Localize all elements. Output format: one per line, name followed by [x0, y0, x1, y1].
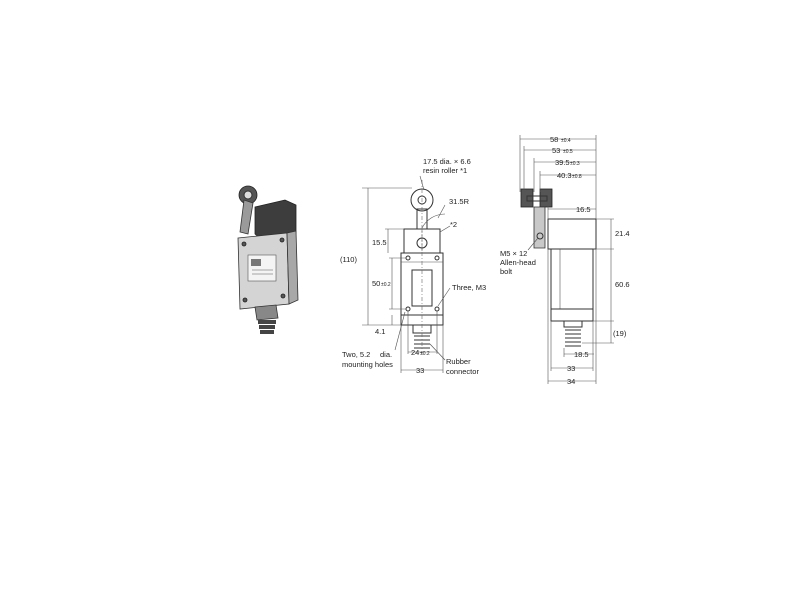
dim-33-side-label: 33 — [567, 364, 575, 373]
dim-110-label: (110) — [340, 255, 357, 264]
front-view: 17.5 dia. × 6.6 resin roller *1 31.5R *2… — [340, 157, 486, 376]
dim-16-5-label: 16.5 — [576, 205, 591, 214]
dim-18-5-label: 18.5 — [574, 350, 589, 359]
bolt-size-label: M5 × 12 — [500, 249, 527, 258]
dim-50-label: 50 — [372, 279, 380, 288]
dim-39-5-tolerance: ±0.3 — [570, 161, 580, 167]
dim-58-label: 58 — [550, 135, 558, 144]
side-view: 58 ±0.4 53 ±0.5 39.5 ±0.3 40.3 ±0.8 16.5… — [500, 135, 630, 386]
dim-34-label: 34 — [567, 377, 575, 386]
bolt-type-label: Allen-head — [500, 258, 536, 267]
bolt-label: bolt — [500, 267, 513, 276]
product-illustration — [237, 185, 299, 334]
dim-39-5-label: 39.5 — [555, 158, 570, 167]
dim-24-tolerance: ±0.2 — [420, 351, 430, 357]
dim-21-4-label: 21.4 — [615, 229, 630, 238]
dim-19-label: (19) — [613, 329, 627, 338]
mounting-holes-dia-label: dia. — [380, 350, 392, 359]
roller-size-label: 17.5 dia. × 6.6 — [423, 157, 471, 166]
dim-53-tolerance: ±0.5 — [563, 149, 573, 155]
rubber-connector-label: Rubber — [446, 357, 471, 366]
note-2-label: *2 — [450, 220, 457, 229]
dim-24-label: 24 — [411, 348, 419, 357]
mounting-holes-label: Two, 5.2 — [342, 350, 370, 359]
dim-60-6-label: 60.6 — [615, 280, 630, 289]
dim-40-3-tolerance: ±0.8 — [572, 174, 582, 180]
dim-4-1-label: 4.1 — [375, 327, 385, 336]
rubber-connector-label-2: connector — [446, 367, 479, 376]
dim-58-tolerance: ±0.4 — [561, 138, 571, 144]
radius-label: 31.5R — [449, 197, 470, 206]
mounting-holes-label-2: mounting holes — [342, 360, 393, 369]
dim-40-3-label: 40.3 — [557, 171, 572, 180]
three-m3-label: Three, M3 — [452, 283, 486, 292]
dim-33-front-label: 33 — [416, 366, 424, 375]
dim-53-label: 53 — [552, 146, 560, 155]
dim-15-5-label: 15.5 — [372, 238, 387, 247]
roller-material-label: resin roller *1 — [423, 166, 467, 175]
dim-50-tolerance: ±0.2 — [381, 282, 391, 288]
